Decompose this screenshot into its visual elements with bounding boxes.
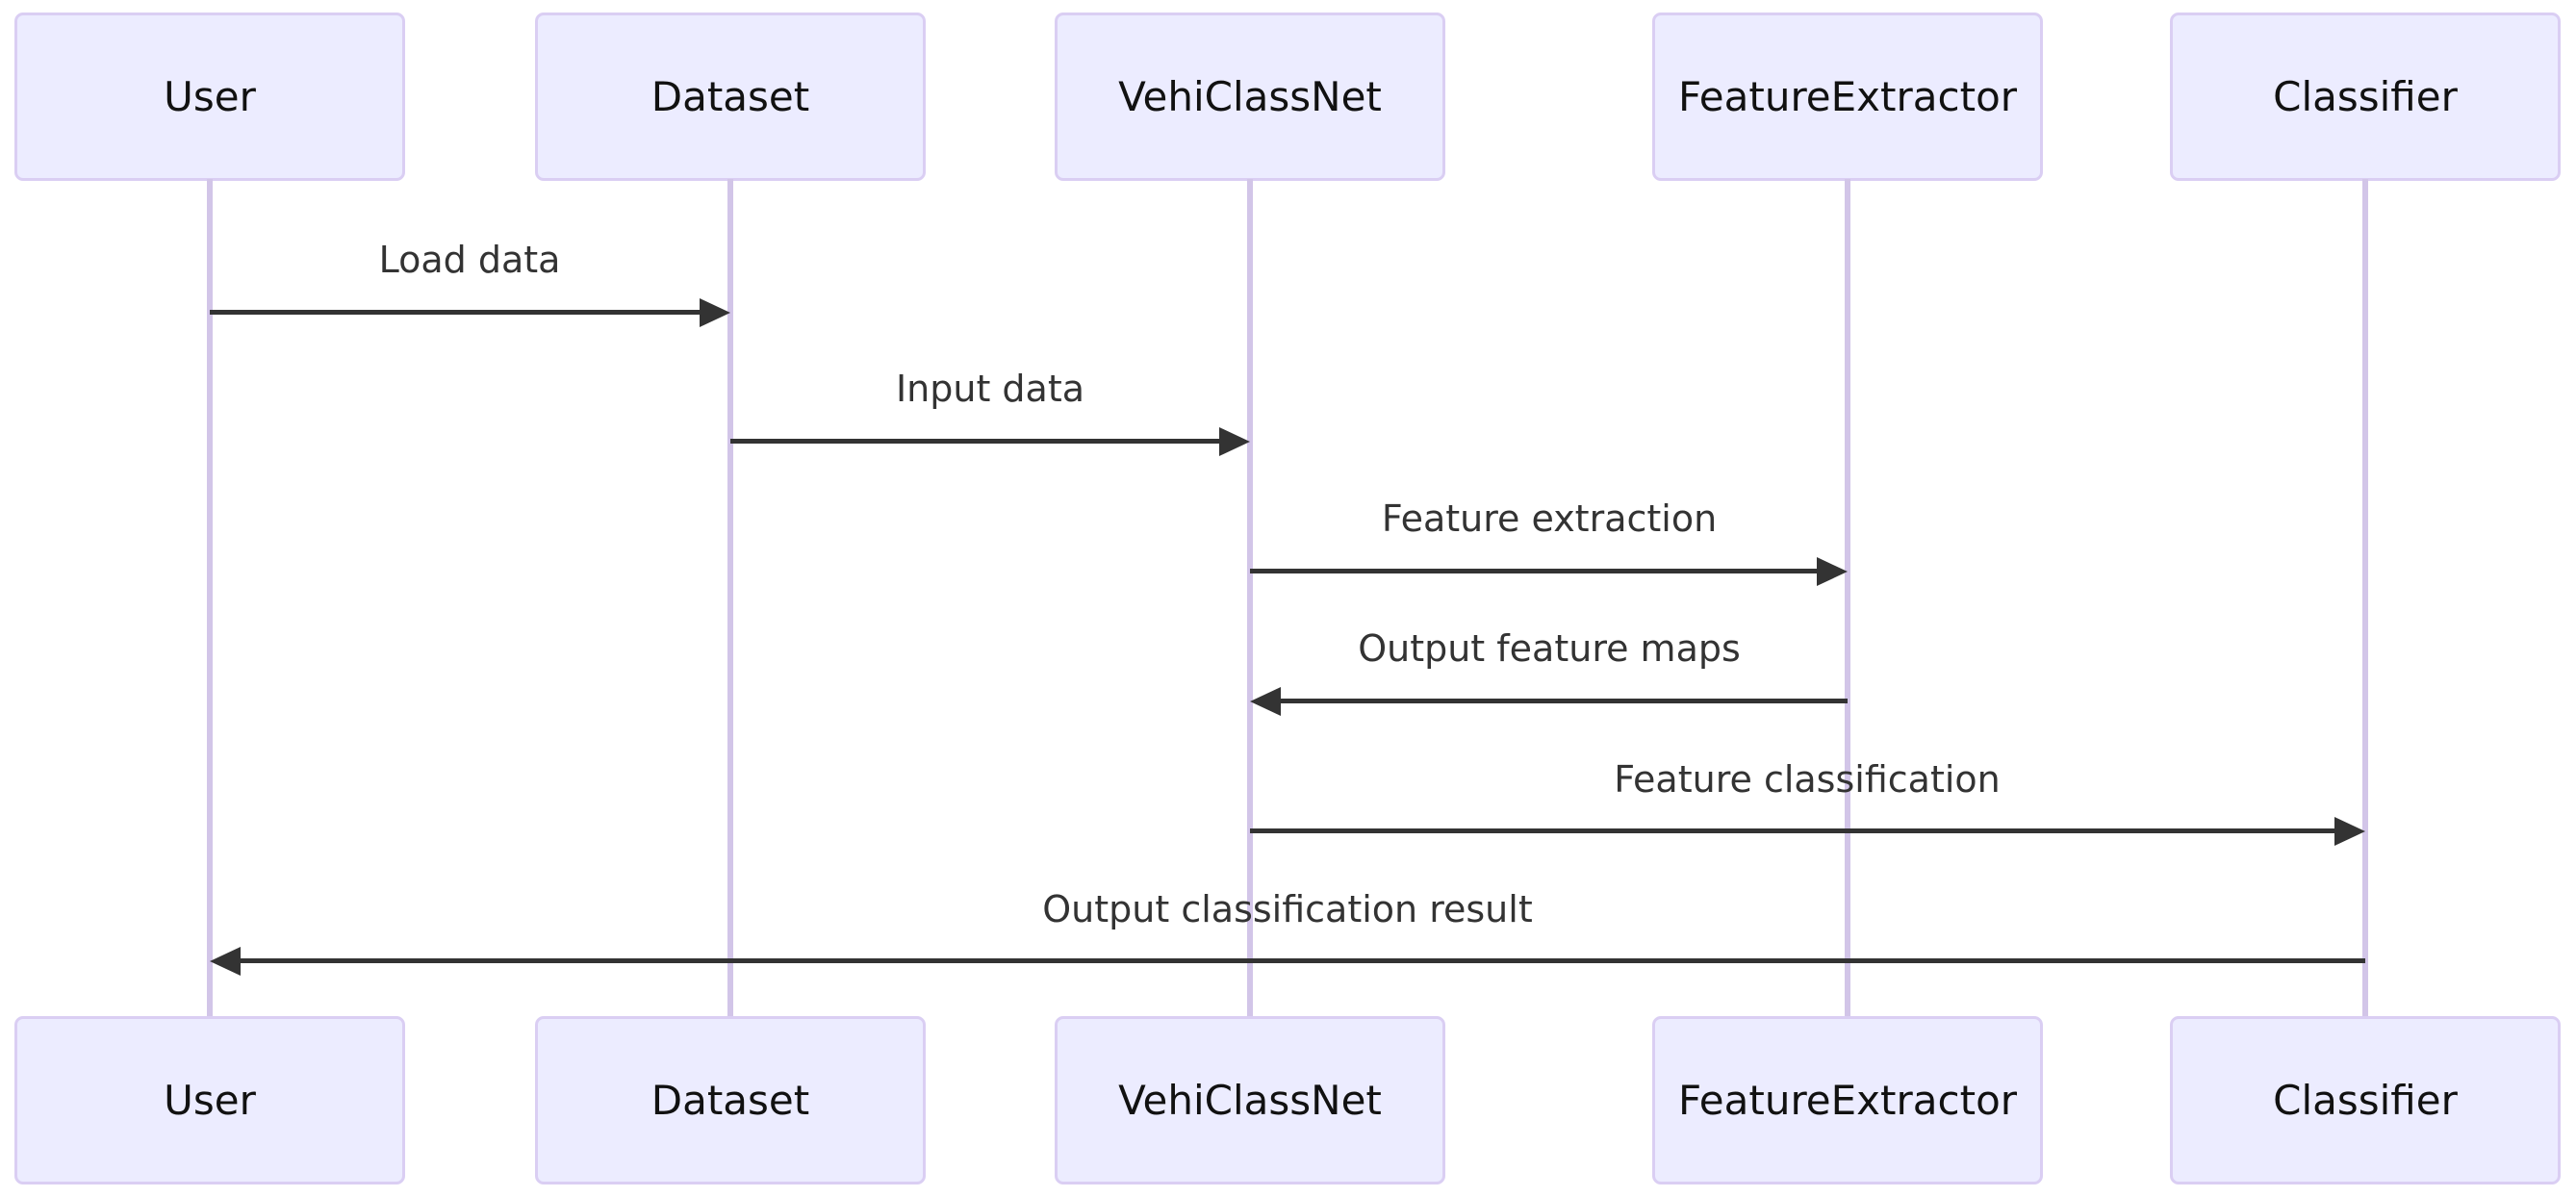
message-arrow-output-feature-maps [1280,699,1848,703]
actor-label-featureextractor: FeatureExtractor [1677,73,2018,120]
message-label-feature-classification: Feature classification [1614,758,2001,801]
actor-label-classifier: Classifier [2273,1077,2458,1124]
actor-label-vehiclassnet: VehiClassNet [1118,1077,1382,1124]
actor-top-classifier: Classifier [2170,13,2561,181]
message-label-output-classification-result: Output classification result [1042,888,1533,930]
lifeline-dataset [727,179,733,1018]
message-label-feature-extraction: Feature extraction [1381,497,1718,540]
actor-top-user: User [14,13,405,181]
message-arrow-load-data [210,310,701,315]
actor-label-user: User [164,73,256,120]
actor-top-dataset: Dataset [535,13,926,181]
arrowhead-right-icon [700,298,730,327]
actor-bottom-featureextractor: FeatureExtractor [1652,1016,2043,1184]
actor-top-vehiclassnet: VehiClassNet [1055,13,1445,181]
actor-label-dataset: Dataset [650,73,810,120]
actor-label-dataset: Dataset [650,1077,810,1124]
message-label-load-data: Load data [378,239,561,281]
actor-bottom-vehiclassnet: VehiClassNet [1055,1016,1445,1184]
lifeline-classifier [2362,179,2368,1018]
lifeline-user [207,179,213,1018]
arrowhead-left-icon [1250,687,1281,716]
actor-label-classifier: Classifier [2273,73,2458,120]
arrowhead-right-icon [1817,557,1848,586]
actor-bottom-user: User [14,1016,405,1184]
message-arrow-output-classification-result [240,958,2365,963]
message-arrow-feature-extraction [1250,569,1819,573]
arrowhead-right-icon [2334,817,2365,846]
message-arrow-feature-classification [1250,828,2336,833]
message-label-output-feature-maps: Output feature maps [1358,627,1741,670]
arrowhead-left-icon [210,947,241,976]
lifeline-featureextractor [1845,179,1850,1018]
actor-bottom-classifier: Classifier [2170,1016,2561,1184]
message-arrow-input-data [730,439,1221,444]
actor-bottom-dataset: Dataset [535,1016,926,1184]
lifeline-vehiclassnet [1247,179,1253,1018]
actor-label-featureextractor: FeatureExtractor [1677,1077,2018,1124]
actor-top-featureextractor: FeatureExtractor [1652,13,2043,181]
arrowhead-right-icon [1219,427,1250,456]
actor-label-user: User [164,1077,256,1124]
actor-label-vehiclassnet: VehiClassNet [1118,73,1382,120]
message-label-input-data: Input data [895,368,1085,410]
